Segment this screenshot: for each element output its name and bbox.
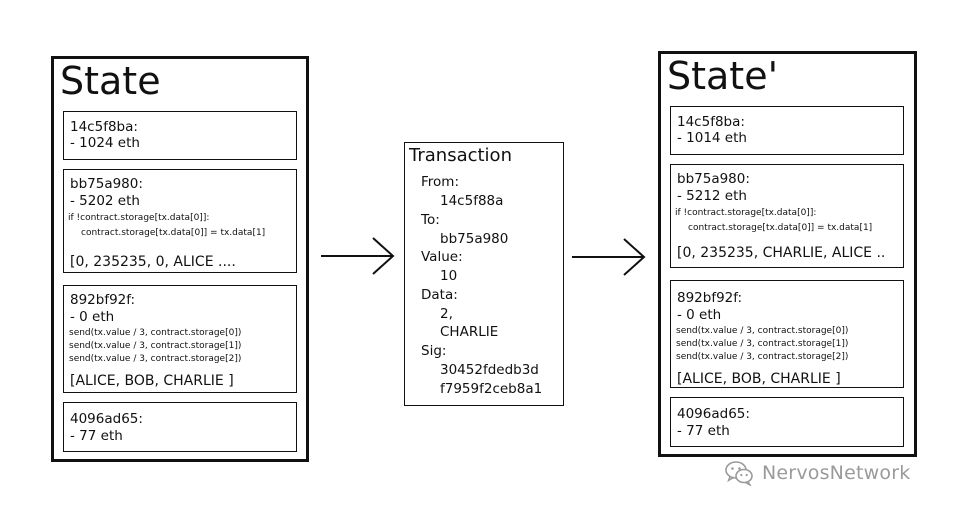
wechat-icon [725,461,753,486]
state-before-title: State [60,59,161,103]
contract-storage: [ALICE, BOB, CHARLIE ] [677,371,841,387]
account-balance: - 5202 eth [70,193,140,209]
tx-value-label: Value: [421,249,463,265]
arrow-right-icon [321,237,395,275]
state-before-box: State 14c5f8ba: - 1024 eth bb75a980: - 5… [51,56,309,462]
account-bb75a980-before: bb75a980: - 5202 eth if !contract.storag… [63,169,297,273]
contract-code-line: send(tx.value / 3, contract.storage[1]) [69,341,242,351]
tx-data-label: Data: [421,287,458,303]
tx-value-value: 10 [440,268,458,284]
tx-sig-value: 30452fdedb3d [440,362,539,378]
contract-code-line: send(tx.value / 3, contract.storage[1]) [676,339,849,349]
account-14c5f8ba-after: 14c5f8ba: - 1014 eth [670,106,904,155]
account-892bf92f-after: 892bf92f: - 0 eth send(tx.value / 3, con… [670,280,904,388]
tx-to-value: bb75a980 [440,231,509,247]
state-after-title: State' [667,54,779,98]
tx-data-value: 2, [440,306,453,322]
contract-code-line: contract.storage[tx.data[0]] = tx.data[1… [688,223,873,233]
account-14c5f8ba-before: 14c5f8ba: - 1024 eth [63,111,297,160]
watermark-text: NervosNetwork [762,462,911,484]
arrow-right-icon [572,238,646,276]
account-4096ad65-after: 4096ad65: - 77 eth [670,397,904,447]
account-address: bb75a980: [70,176,143,192]
account-balance: - 0 eth [677,307,722,323]
state-after-box: State' 14c5f8ba: - 1014 eth bb75a980: - … [658,51,917,457]
account-balance: - 1024 eth [70,135,140,151]
tx-sig-label: Sig: [421,343,447,359]
contract-code-line: send(tx.value / 3, contract.storage[2]) [69,354,242,364]
account-address: 4096ad65: [70,411,143,427]
watermark: NervosNetwork [724,458,944,488]
account-address: bb75a980: [677,171,750,187]
account-balance: - 0 eth [70,309,115,325]
account-balance: - 1014 eth [677,130,747,146]
account-balance: - 77 eth [677,423,730,439]
account-bb75a980-after: bb75a980: - 5212 eth if !contract.storag… [670,164,904,268]
tx-from-label: From: [421,174,459,190]
account-4096ad65-before: 4096ad65: - 77 eth [63,402,297,452]
contract-code-line: if !contract.storage[tx.data[0]]: [68,213,210,223]
account-balance: - 5212 eth [677,188,747,204]
account-balance: - 77 eth [70,428,123,444]
contract-code-line: if !contract.storage[tx.data[0]]: [675,208,817,218]
contract-code-line: send(tx.value / 3, contract.storage[2]) [676,352,849,362]
contract-storage: [ALICE, BOB, CHARLIE ] [70,373,234,389]
transaction-title: Transaction [409,145,512,166]
account-892bf92f-before: 892bf92f: - 0 eth send(tx.value / 3, con… [63,285,297,393]
transaction-box: Transaction From: 14c5f88a To: bb75a980 … [404,142,564,406]
contract-storage: [0, 235235, 0, ALICE .... [70,254,236,270]
account-address: 14c5f8ba: [677,114,745,130]
account-address: 892bf92f: [70,292,136,308]
account-address: 4096ad65: [677,406,750,422]
tx-sig-value: f7959f2ceb8a1 [440,381,543,397]
tx-data-value: CHARLIE [440,324,499,340]
contract-code-line: send(tx.value / 3, contract.storage[0]) [69,328,242,338]
account-address: 14c5f8ba: [70,119,138,135]
contract-storage: [0, 235235, CHARLIE, ALICE .. [677,245,886,261]
account-address: 892bf92f: [677,290,743,306]
contract-code-line: send(tx.value / 3, contract.storage[0]) [676,326,849,336]
tx-from-value: 14c5f88a [440,193,504,209]
contract-code-line: contract.storage[tx.data[0]] = tx.data[1… [81,228,266,238]
tx-to-label: To: [421,212,440,228]
